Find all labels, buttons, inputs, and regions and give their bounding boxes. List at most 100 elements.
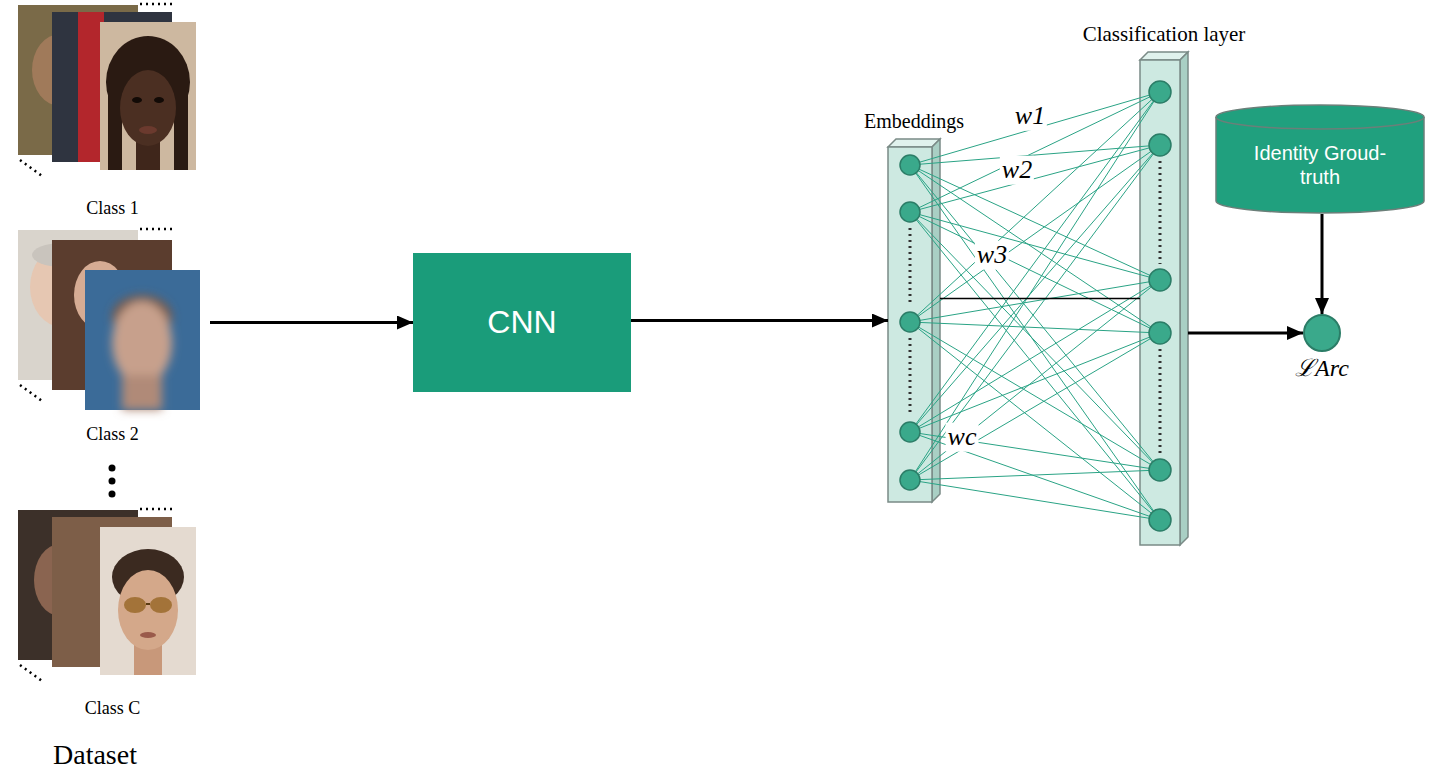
neuron-ellipsis xyxy=(909,338,912,416)
layer-label: Embeddings xyxy=(861,110,967,133)
weight-label: w2 xyxy=(1000,156,1034,185)
stack-dots xyxy=(140,228,176,231)
embedding-column xyxy=(888,139,940,502)
weight-label: wc xyxy=(946,423,979,452)
loss-label: ℒArc xyxy=(1295,354,1349,383)
face-photo xyxy=(85,270,200,410)
weight-line xyxy=(910,92,1160,480)
neuron-ellipsis xyxy=(1159,161,1162,264)
weight-line xyxy=(910,165,1160,333)
neuron xyxy=(1149,459,1171,481)
face-eye xyxy=(154,97,164,103)
weight-line xyxy=(910,145,1160,432)
face-hair xyxy=(174,90,188,170)
column-front xyxy=(1140,60,1180,545)
weight-line xyxy=(910,322,1160,470)
weight-line xyxy=(910,92,1160,432)
weight-line xyxy=(910,480,1160,520)
flow-arrow xyxy=(631,319,888,322)
weight-line xyxy=(910,145,1160,212)
flow-arrow xyxy=(1321,214,1324,314)
neuron xyxy=(900,155,920,175)
neuron xyxy=(900,312,920,332)
stack-dots xyxy=(140,3,176,6)
sunglasses xyxy=(150,597,172,613)
layer-heading: Classification layer xyxy=(1080,22,1249,46)
weight-line xyxy=(910,212,1160,520)
neuron xyxy=(900,422,920,442)
weight-line xyxy=(910,165,1160,470)
cylinder-text: Identity Groud-truth xyxy=(1245,141,1395,189)
weight-label: w1 xyxy=(1013,102,1047,131)
class-caption: Class C xyxy=(85,698,141,718)
face-stack xyxy=(18,4,196,176)
weight-label-holder: w1 xyxy=(1013,102,1047,131)
face-stack xyxy=(18,229,200,410)
image-stack: Class 1 xyxy=(15,0,210,218)
class-caption: Class 2 xyxy=(86,424,139,444)
layer-label: Classification layer xyxy=(1080,22,1249,46)
weight-label-holder: wc xyxy=(946,423,979,452)
neuron xyxy=(1149,509,1171,531)
weight-label-holder: w3 xyxy=(975,241,1009,270)
column-side xyxy=(1180,52,1188,545)
neurons xyxy=(900,81,1171,531)
sunglasses xyxy=(124,597,146,613)
face-stack xyxy=(18,509,196,681)
image-stack: Class 2 xyxy=(15,222,210,444)
neuron xyxy=(1149,322,1171,344)
weight-label-holder: w2 xyxy=(1000,156,1034,185)
face-hair xyxy=(108,90,122,170)
neuron xyxy=(1149,269,1171,291)
stack-dots xyxy=(20,665,42,681)
face-photo xyxy=(100,22,196,170)
weight-line xyxy=(910,280,1160,480)
weight-line xyxy=(910,165,1160,520)
weight-line xyxy=(910,333,1160,432)
loss-node: ℒArc xyxy=(1303,314,1341,352)
stack-dots xyxy=(20,160,42,176)
weight-line xyxy=(910,212,1160,333)
embedding-layer: Embeddings xyxy=(888,139,940,502)
ellipsis-dot xyxy=(109,465,116,472)
cylinder-body xyxy=(1216,105,1424,213)
neuron-ellipsis xyxy=(909,228,912,306)
face xyxy=(118,570,178,650)
weight-label: w3 xyxy=(975,241,1009,270)
cnn-box: CNN xyxy=(413,253,631,392)
ground-truth-cylinder: Identity Groud-truth xyxy=(1215,104,1425,214)
neuron xyxy=(900,470,920,490)
neuron xyxy=(1149,134,1171,156)
face-eye xyxy=(132,97,142,103)
flow-arrow xyxy=(1188,332,1303,335)
weight-line xyxy=(910,333,1160,480)
stack-dots xyxy=(20,385,42,401)
face-neck xyxy=(122,375,162,410)
weight-line xyxy=(910,145,1160,480)
cylinder-rim xyxy=(1216,117,1424,129)
face-mouth xyxy=(139,126,157,134)
face-mouth xyxy=(140,632,156,638)
ellipsis-dot xyxy=(109,491,116,498)
neuron xyxy=(900,202,920,222)
flow-arrow xyxy=(210,321,413,324)
connection-line xyxy=(940,298,1140,300)
weight-line xyxy=(910,322,1160,333)
face xyxy=(120,70,176,146)
class-caption: Class 1 xyxy=(86,198,139,218)
dataset-label: Dataset xyxy=(53,740,137,771)
weight-line xyxy=(910,212,1160,280)
weight-line xyxy=(910,280,1160,432)
column-front xyxy=(888,147,932,502)
classification-column xyxy=(1140,52,1188,545)
sunglasses xyxy=(146,603,150,605)
dataset-label-holder: Dataset xyxy=(53,740,137,771)
face-photo xyxy=(100,527,196,675)
weight-line xyxy=(910,470,1160,480)
weight-mesh xyxy=(910,92,1160,520)
weight-line xyxy=(910,212,1160,470)
layer-heading: Embeddings xyxy=(861,110,967,133)
stack-dots xyxy=(140,508,176,511)
box-text: CNN xyxy=(487,304,556,341)
weight-line xyxy=(910,145,1160,322)
